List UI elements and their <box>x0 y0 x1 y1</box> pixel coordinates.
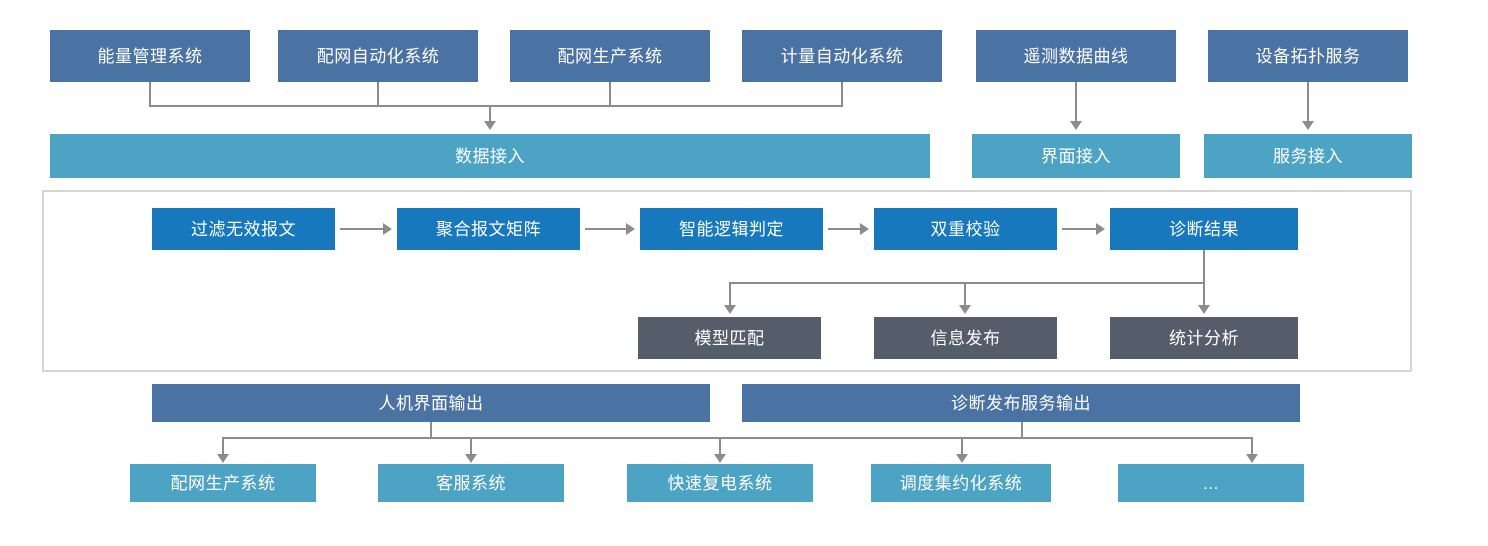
access-layer-box-data[interactable]: 数据接入 <box>50 134 930 178</box>
connector-to-consumer-4 <box>961 437 963 455</box>
source-system-label-6: 设备拓扑服务 <box>1255 46 1361 66</box>
connector-to-consumer-3 <box>719 437 721 455</box>
connector-to-consumer-5 <box>1251 437 1253 455</box>
source-system-box-6[interactable]: 设备拓扑服务 <box>1208 30 1408 82</box>
output-box-hmi[interactable]: 人机界面输出 <box>152 384 710 422</box>
arrow-into-consumer-5 <box>1246 454 1258 463</box>
process-step-label-2: 聚合报文矩阵 <box>436 219 541 239</box>
process-step-box-4[interactable]: 双重校验 <box>874 208 1057 250</box>
consumer-box-2[interactable]: 客服系统 <box>378 464 564 502</box>
sub-function-label-3: 统计分析 <box>1169 328 1239 348</box>
arrow-step2-step3 <box>626 223 635 235</box>
consumer-box-1[interactable]: 配网生产系统 <box>130 464 316 502</box>
source-system-label-4: 计量自动化系统 <box>780 46 904 66</box>
arrow-into-service-access <box>1302 121 1314 130</box>
arrow-step4-step5 <box>1096 223 1105 235</box>
connector-step1-step2 <box>340 228 384 230</box>
access-layer-label-data: 数据接入 <box>455 146 525 166</box>
arrow-into-statistics <box>1198 305 1210 314</box>
arrow-into-consumer-2 <box>465 454 477 463</box>
arrow-into-consumer-3 <box>714 454 726 463</box>
sub-function-label-1: 模型匹配 <box>694 328 765 348</box>
connector-source1-drop <box>149 82 151 106</box>
output-box-service[interactable]: 诊断发布服务输出 <box>742 384 1300 422</box>
connector-hmi-drop <box>430 422 432 438</box>
access-layer-box-service[interactable]: 服务接入 <box>1204 134 1412 178</box>
process-step-box-2[interactable]: 聚合报文矩阵 <box>397 208 580 250</box>
connector-to-consumer-2 <box>470 437 472 455</box>
connector-step4-step5 <box>1062 228 1097 230</box>
source-system-label-3: 配网生产系统 <box>557 46 663 66</box>
connector-to-info-publish <box>964 282 966 306</box>
source-system-box-5[interactable]: 遥测数据曲线 <box>976 30 1176 82</box>
connector-service-bus <box>719 437 1253 439</box>
process-step-label-3: 智能逻辑判定 <box>679 219 784 239</box>
consumer-box-5[interactable]: ... <box>1118 464 1304 502</box>
output-label-service: 诊断发布服务输出 <box>951 393 1091 413</box>
connector-source3-drop <box>609 82 611 106</box>
connector-step2-step3 <box>585 228 627 230</box>
connector-source4-drop <box>841 82 843 106</box>
consumer-box-4[interactable]: 调度集约化系统 <box>871 464 1051 502</box>
source-system-box-3[interactable]: 配网生产系统 <box>510 30 710 82</box>
process-step-box-5[interactable]: 诊断结果 <box>1110 208 1298 250</box>
consumer-label-1: 配网生产系统 <box>170 473 276 493</box>
connector-to-model-match <box>729 282 731 306</box>
access-layer-label-service: 服务接入 <box>1273 146 1343 166</box>
source-system-label-1: 能量管理系统 <box>97 46 203 66</box>
consumer-label-3: 快速复电系统 <box>667 473 773 493</box>
process-step-label-4: 双重校验 <box>930 219 1001 239</box>
consumer-box-3[interactable]: 快速复电系统 <box>627 464 813 502</box>
process-step-box-3[interactable]: 智能逻辑判定 <box>640 208 823 250</box>
arrow-into-ui-access <box>1070 121 1082 130</box>
consumer-label-4: 调度集约化系统 <box>899 473 1023 493</box>
connector-data-access-stem <box>489 105 491 123</box>
consumer-label-5: ... <box>1203 473 1219 493</box>
access-layer-box-ui[interactable]: 界面接入 <box>972 134 1180 178</box>
connector-to-consumer-1 <box>222 437 224 455</box>
arrow-into-model-match <box>724 305 736 314</box>
connector-service-drop <box>1021 422 1023 438</box>
source-system-label-2: 配网自动化系统 <box>316 46 440 66</box>
connector-source5-drop <box>1075 82 1077 122</box>
connector-source-bus <box>149 105 843 107</box>
sub-function-label-2: 信息发布 <box>930 328 1001 348</box>
process-step-label-1: 过滤无效报文 <box>191 219 296 239</box>
arrow-step1-step2 <box>383 223 392 235</box>
source-system-box-1[interactable]: 能量管理系统 <box>50 30 250 82</box>
connector-source2-drop <box>377 82 379 106</box>
process-step-box-1[interactable]: 过滤无效报文 <box>152 208 335 250</box>
arrow-into-consumer-4 <box>956 454 968 463</box>
arrow-into-data-access <box>484 121 496 130</box>
source-system-box-4[interactable]: 计量自动化系统 <box>742 30 942 82</box>
consumer-label-2: 客服系统 <box>436 473 506 493</box>
connector-result-bus <box>729 282 1205 284</box>
source-system-label-5: 遥测数据曲线 <box>1023 46 1129 66</box>
arrow-into-info-publish <box>959 305 971 314</box>
connector-to-statistics <box>1203 282 1205 306</box>
arrow-into-consumer-1 <box>217 454 229 463</box>
source-system-box-2[interactable]: 配网自动化系统 <box>278 30 478 82</box>
connector-result-drop <box>1203 250 1205 283</box>
connector-step3-step4 <box>828 228 861 230</box>
output-label-hmi: 人机界面输出 <box>378 393 484 413</box>
process-step-label-5: 诊断结果 <box>1169 219 1239 239</box>
sub-function-box-2[interactable]: 信息发布 <box>874 317 1057 359</box>
access-layer-label-ui: 界面接入 <box>1041 146 1111 166</box>
connector-source6-drop <box>1307 82 1309 122</box>
sub-function-box-1[interactable]: 模型匹配 <box>638 317 821 359</box>
arrow-step3-step4 <box>860 223 869 235</box>
sub-function-box-3[interactable]: 统计分析 <box>1110 317 1298 359</box>
